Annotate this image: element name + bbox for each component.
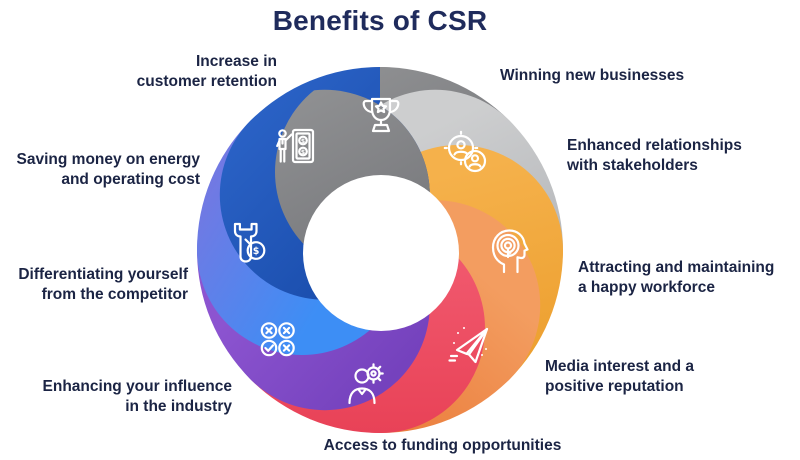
svg-text:$: $ <box>253 246 260 257</box>
label-enhancing-influence: Enhancing your influence in the industry <box>42 378 232 416</box>
label-winning-new-businesses: Winning new businesses <box>500 67 685 84</box>
person-money-icon: $ $ <box>276 128 315 164</box>
person-gear-icon <box>348 363 384 405</box>
trophy-icon <box>362 97 400 133</box>
page-title: Benefits of CSR <box>272 5 488 36</box>
stakeholders-icon <box>443 130 487 173</box>
approval-badges-icon <box>260 322 295 357</box>
paper-plane-icon <box>448 327 489 364</box>
label-differentiating-competitor: Differentiating yourself from the compet… <box>18 266 188 304</box>
label-saving-money-energy: Saving money on energy and operating cos… <box>16 151 200 189</box>
svg-text:$: $ <box>301 138 305 145</box>
label-enhanced-relationships: Enhanced relationships with stakeholders <box>567 137 742 175</box>
svg-text:$: $ <box>301 149 305 156</box>
label-media-interest: Media interest and a positive reputation <box>545 358 695 396</box>
label-attracting-workforce: Attracting and maintaining a happy workf… <box>578 259 775 297</box>
head-idea-icon <box>491 229 529 274</box>
label-increase-customer-retention: Increase in customer retention <box>136 53 277 91</box>
wrench-dollar-icon: $ <box>233 222 266 263</box>
donut-hole <box>303 175 459 331</box>
label-access-to-funding: Access to funding opportunities <box>323 437 562 454</box>
